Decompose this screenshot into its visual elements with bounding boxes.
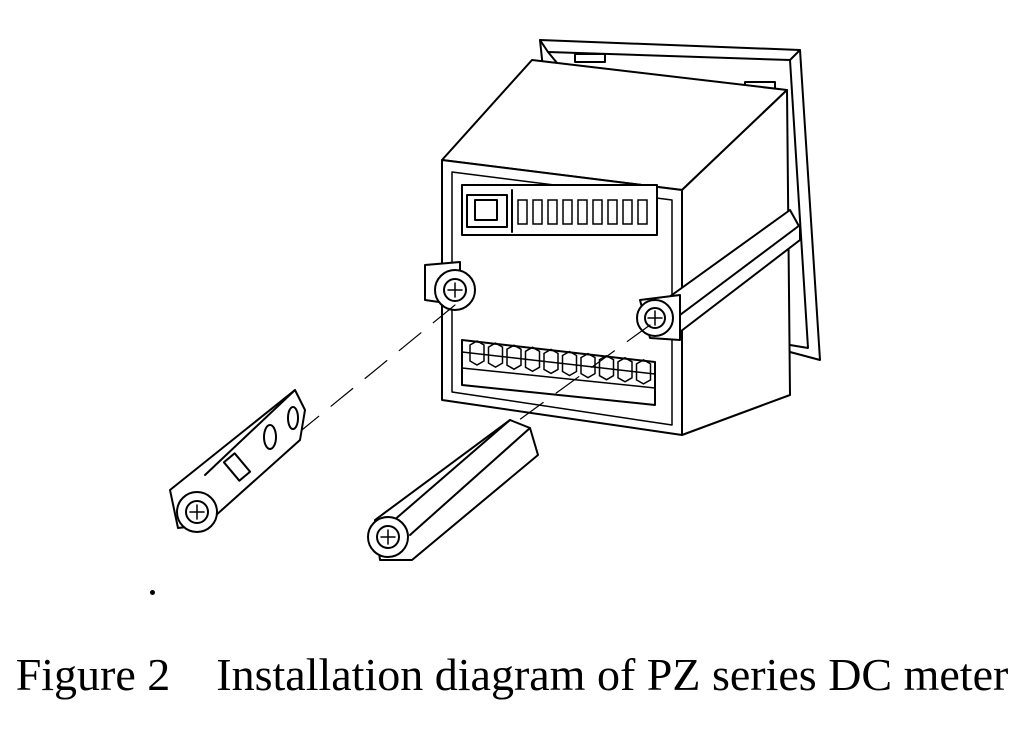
lower-terminal-tooth — [561, 350, 578, 377]
upper-terminal-tooth — [607, 199, 618, 225]
upper-terminal-tooth — [562, 199, 573, 225]
housing-screw-right — [636, 294, 681, 341]
lower-terminal-tooth — [635, 359, 652, 385]
lower-terminal-tooth — [524, 346, 541, 373]
lower-terminal-tooth — [469, 340, 485, 366]
lower-terminal-tooth — [617, 356, 633, 383]
upper-terminal-tooth — [577, 199, 588, 225]
upper-terminal-tooth — [637, 199, 648, 225]
lower-terminal-tooth — [543, 348, 559, 375]
stray-dot — [150, 590, 155, 595]
upper-terminal-tooth — [517, 199, 528, 225]
lower-terminal-tooth — [487, 342, 504, 368]
upper-terminal-tooth — [532, 199, 543, 225]
lower-terminal-tooth — [506, 344, 522, 371]
upper-terminal-teeth — [517, 199, 648, 225]
housing-screw-left — [424, 261, 476, 311]
upper-terminal-block — [461, 184, 658, 236]
mounting-bracket-right — [367, 419, 539, 561]
mounting-bracket-left — [169, 389, 306, 533]
lower-terminal-block — [461, 339, 656, 406]
upper-terminal-tooth — [547, 199, 558, 225]
lower-terminal-tooth — [580, 352, 596, 379]
lower-terminal-tooth — [598, 354, 615, 381]
upper-terminal-tooth — [592, 199, 603, 225]
figure-caption: Figure 2 Installation diagram of PZ seri… — [15, 649, 1009, 700]
lower-terminal-teeth — [469, 340, 652, 385]
upper-terminal-tooth — [622, 199, 633, 225]
